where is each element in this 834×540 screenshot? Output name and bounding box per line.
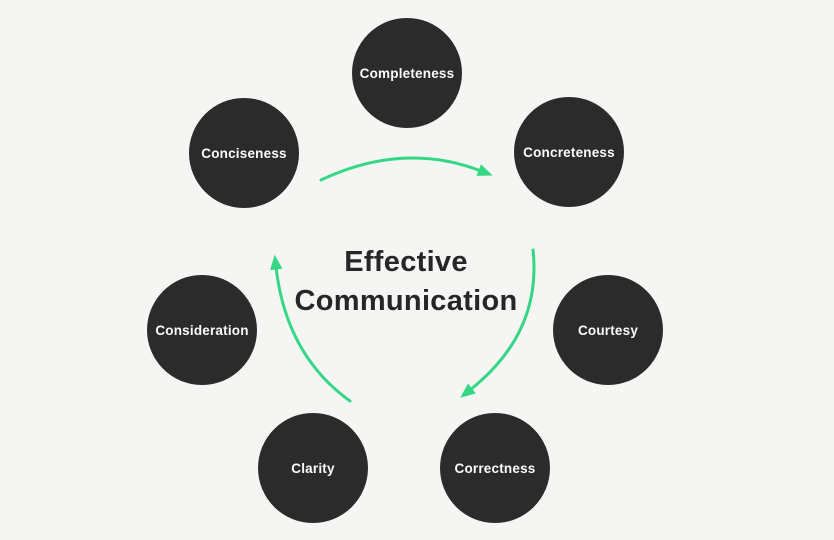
node-label: Correctness: [454, 460, 536, 476]
node-label: Clarity: [291, 460, 335, 476]
node-label: Completeness: [359, 65, 455, 81]
node-conciseness: Conciseness: [189, 98, 299, 208]
node-label: Conciseness: [201, 145, 287, 161]
node-concreteness: Concreteness: [514, 97, 624, 207]
diagram-title: Effective Communication: [256, 243, 556, 321]
node-completeness: Completeness: [352, 18, 462, 128]
node-label: Concreteness: [523, 144, 615, 160]
node-correctness: Correctness: [440, 413, 550, 523]
node-courtesy: Courtesy: [553, 275, 663, 385]
node-consideration: Consideration: [147, 275, 257, 385]
node-clarity: Clarity: [258, 413, 368, 523]
node-label: Consideration: [155, 322, 249, 338]
node-label: Courtesy: [577, 322, 639, 338]
arrow-top-clockwise-icon: [319, 156, 493, 182]
title-line-1: Effective: [344, 246, 468, 278]
title-line-2: Communication: [294, 285, 518, 317]
